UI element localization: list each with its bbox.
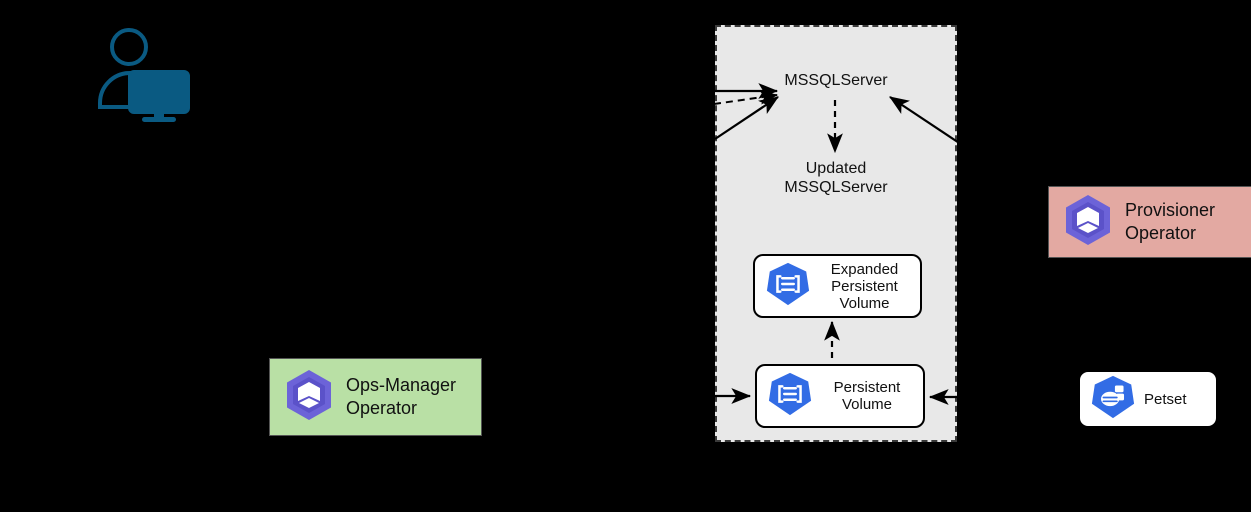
node-persistent-volume[interactable]: Persistent Volume	[755, 364, 925, 428]
user-at-computer-icon	[95, 25, 195, 125]
node-petset[interactable]: Petset	[1078, 370, 1218, 428]
label-updated-mssqlserver: Updated MSSQLServer	[784, 160, 888, 196]
node-ops-manager-operator[interactable]: Ops-Manager Operator	[269, 358, 482, 436]
node-expanded-persistent-volume-label: Expanded Persistent Volume	[830, 260, 899, 312]
node-provisioner-operator-label: Provisioner Operator	[1125, 200, 1216, 243]
node-persistent-volume-label: Persistent Volume	[833, 379, 901, 413]
label-mssqlserver: MSSQLServer	[784, 72, 888, 89]
k8s-persistent-volume-icon	[767, 371, 813, 422]
k8s-petset-icon	[1090, 374, 1136, 425]
node-provisioner-operator[interactable]: Provisioner Operator	[1048, 186, 1251, 258]
node-ops-manager-operator-label: Ops-Manager Operator	[346, 375, 457, 418]
node-petset-label: Petset	[1144, 390, 1187, 408]
k8s-operator-icon	[282, 368, 336, 427]
node-expanded-persistent-volume[interactable]: Expanded Persistent Volume	[753, 254, 922, 318]
k8s-persistent-volume-icon	[765, 261, 811, 312]
k8s-operator-icon	[1061, 193, 1115, 252]
